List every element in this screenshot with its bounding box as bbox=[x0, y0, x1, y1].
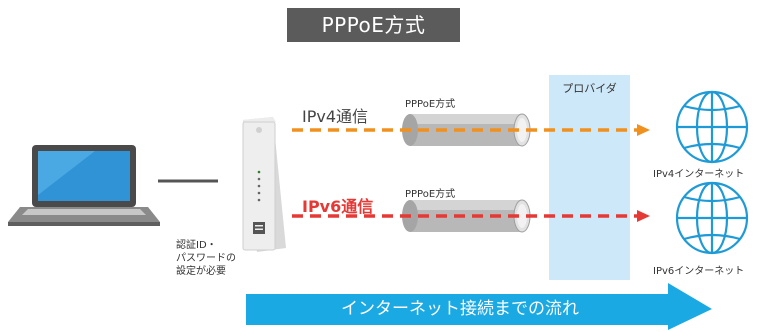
globe-icon bbox=[675, 181, 749, 255]
flow-arrow-label: インターネット接続までの流れ bbox=[341, 299, 579, 319]
auth-note-line: 設定が必要 bbox=[176, 266, 226, 277]
ipv4-internet-label: IPv4インターネット bbox=[653, 169, 745, 180]
globe-icon bbox=[675, 90, 749, 164]
provider-label: プロバイダ bbox=[562, 82, 617, 95]
ipv4-arrow bbox=[292, 124, 650, 136]
provider-band bbox=[549, 75, 630, 280]
ipv6-label: IPv6通信 bbox=[302, 197, 374, 216]
pppoe-label-ipv6: PPPoE方式 bbox=[405, 189, 456, 200]
ipv6-internet-label: IPv6インターネット bbox=[653, 266, 745, 277]
flow-arrow bbox=[246, 283, 712, 330]
pppoe-label-ipv4: PPPoE方式 bbox=[405, 99, 456, 110]
laptop-icon bbox=[8, 145, 160, 226]
auth-note-line: パスワードの bbox=[176, 253, 236, 264]
auth-note-line: 認証ID・ bbox=[176, 240, 217, 251]
router-icon bbox=[242, 117, 286, 252]
ipv4-label: IPv4通信 bbox=[302, 107, 369, 126]
diagram-title: PPPoE方式 bbox=[287, 8, 460, 42]
auth-note: 認証ID・ パスワードの 設定が必要 bbox=[176, 239, 266, 278]
ipv6-arrow bbox=[292, 210, 650, 222]
